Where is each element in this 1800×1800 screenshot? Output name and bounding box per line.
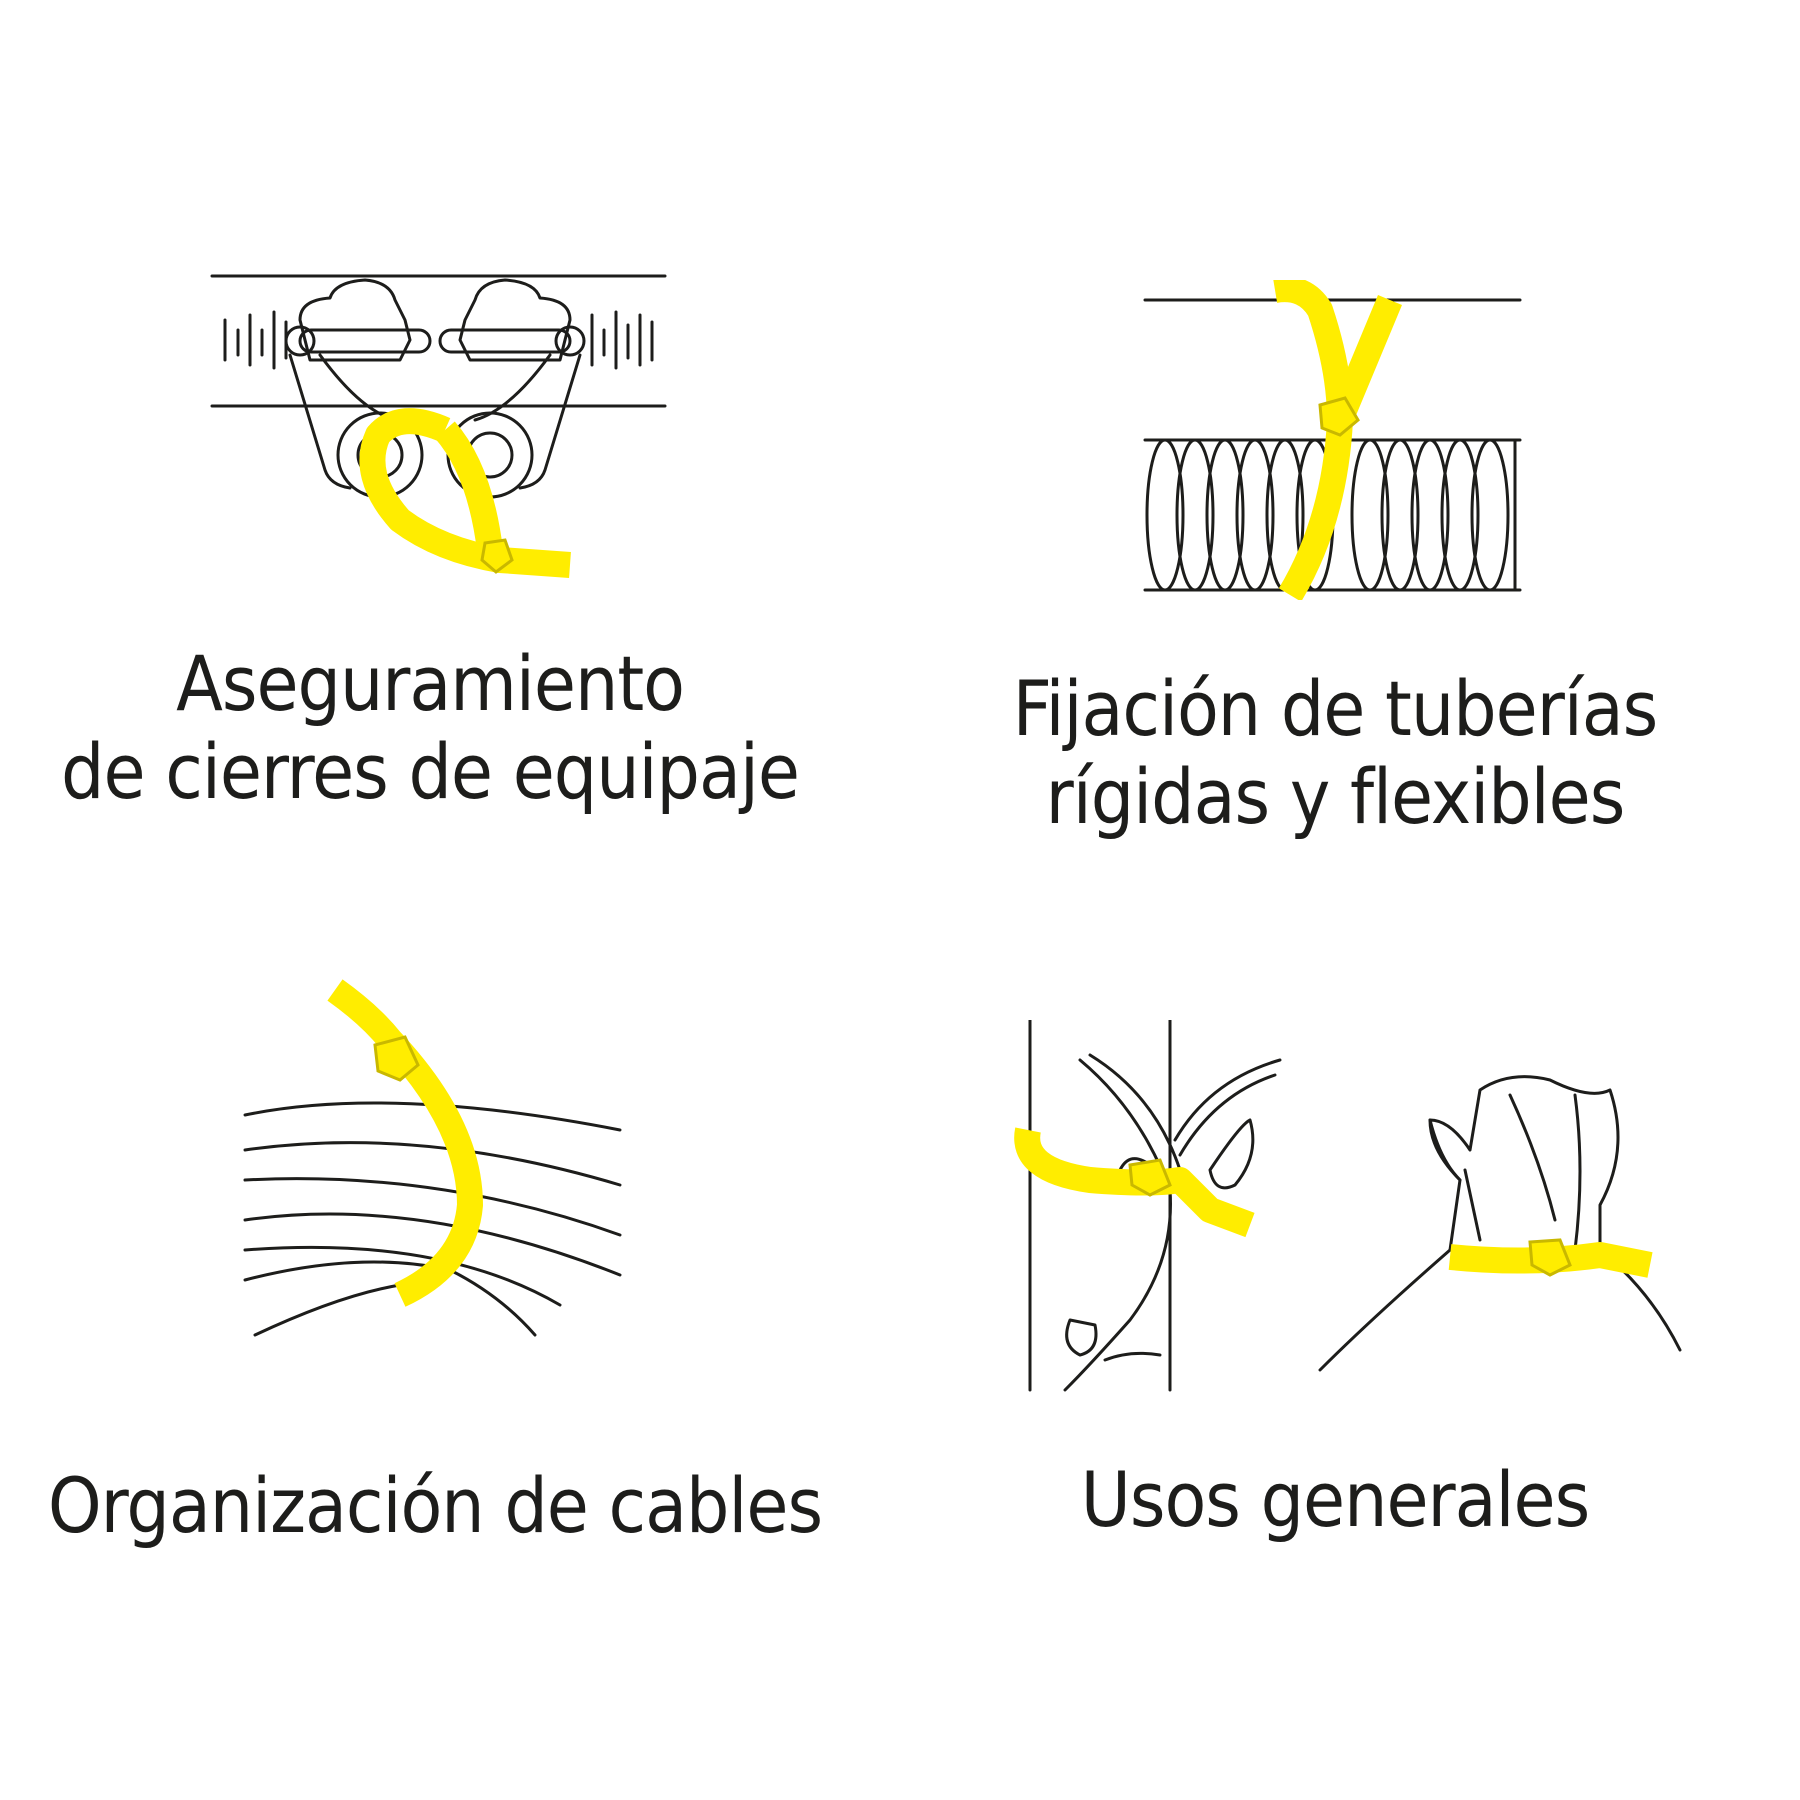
caption-pipes-line-2: rígidas y flexibles xyxy=(1045,752,1626,841)
caption-luggage-line-1: Aseguramiento xyxy=(176,639,685,728)
caption-cables-line-1: Organización de cables xyxy=(47,1461,823,1550)
caption-general-line-1: Usos generales xyxy=(1080,1455,1590,1544)
caption-luggage-line-2: de cierres de equipaje xyxy=(61,727,800,816)
caption-pipes: Fijación de tuberías rígidas y flexibles xyxy=(900,665,1770,841)
caption-general: Usos generales xyxy=(900,1456,1770,1544)
luggage-zipper-tie-icon xyxy=(210,274,667,578)
caption-cables: Organización de cables xyxy=(0,1462,870,1550)
caption-luggage: Aseguramiento de cierres de equipaje xyxy=(0,640,860,816)
cable-bundle-tie-icon xyxy=(243,979,622,1337)
pipe-tie-icon xyxy=(1143,280,1522,600)
caption-pipes-line-1: Fijación de tuberías xyxy=(1012,664,1659,753)
plant-and-bag-tie-icon xyxy=(1014,1020,1682,1392)
